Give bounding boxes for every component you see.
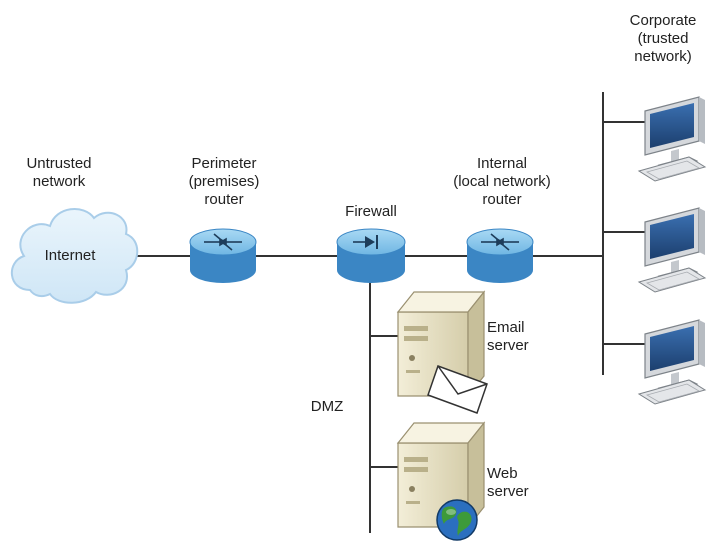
firewall-label: Firewall — [345, 203, 397, 220]
untrusted-network-label: Untrusted network — [26, 155, 92, 190]
computer-icon — [637, 96, 707, 182]
corporate-network-label: Corporate (trusted network) — [629, 12, 697, 65]
envelope-icon — [427, 365, 488, 414]
internal-router-label: Internal (local network) router — [453, 155, 551, 208]
email-server-label: Email server — [487, 319, 529, 354]
router-icon — [189, 228, 257, 283]
internet-label: Internet — [44, 247, 96, 264]
dmz-label: DMZ — [310, 398, 344, 415]
computer-icon — [637, 207, 707, 293]
perimeter-router-label: Perimeter (premises) router — [188, 155, 260, 208]
connection-lines — [124, 92, 648, 533]
router-icon — [466, 228, 534, 283]
web-server-label: Web server — [487, 465, 529, 500]
globe-icon — [436, 499, 478, 541]
firewall-icon — [336, 228, 406, 283]
cloud-icon — [10, 207, 139, 304]
computer-icon — [637, 319, 707, 405]
